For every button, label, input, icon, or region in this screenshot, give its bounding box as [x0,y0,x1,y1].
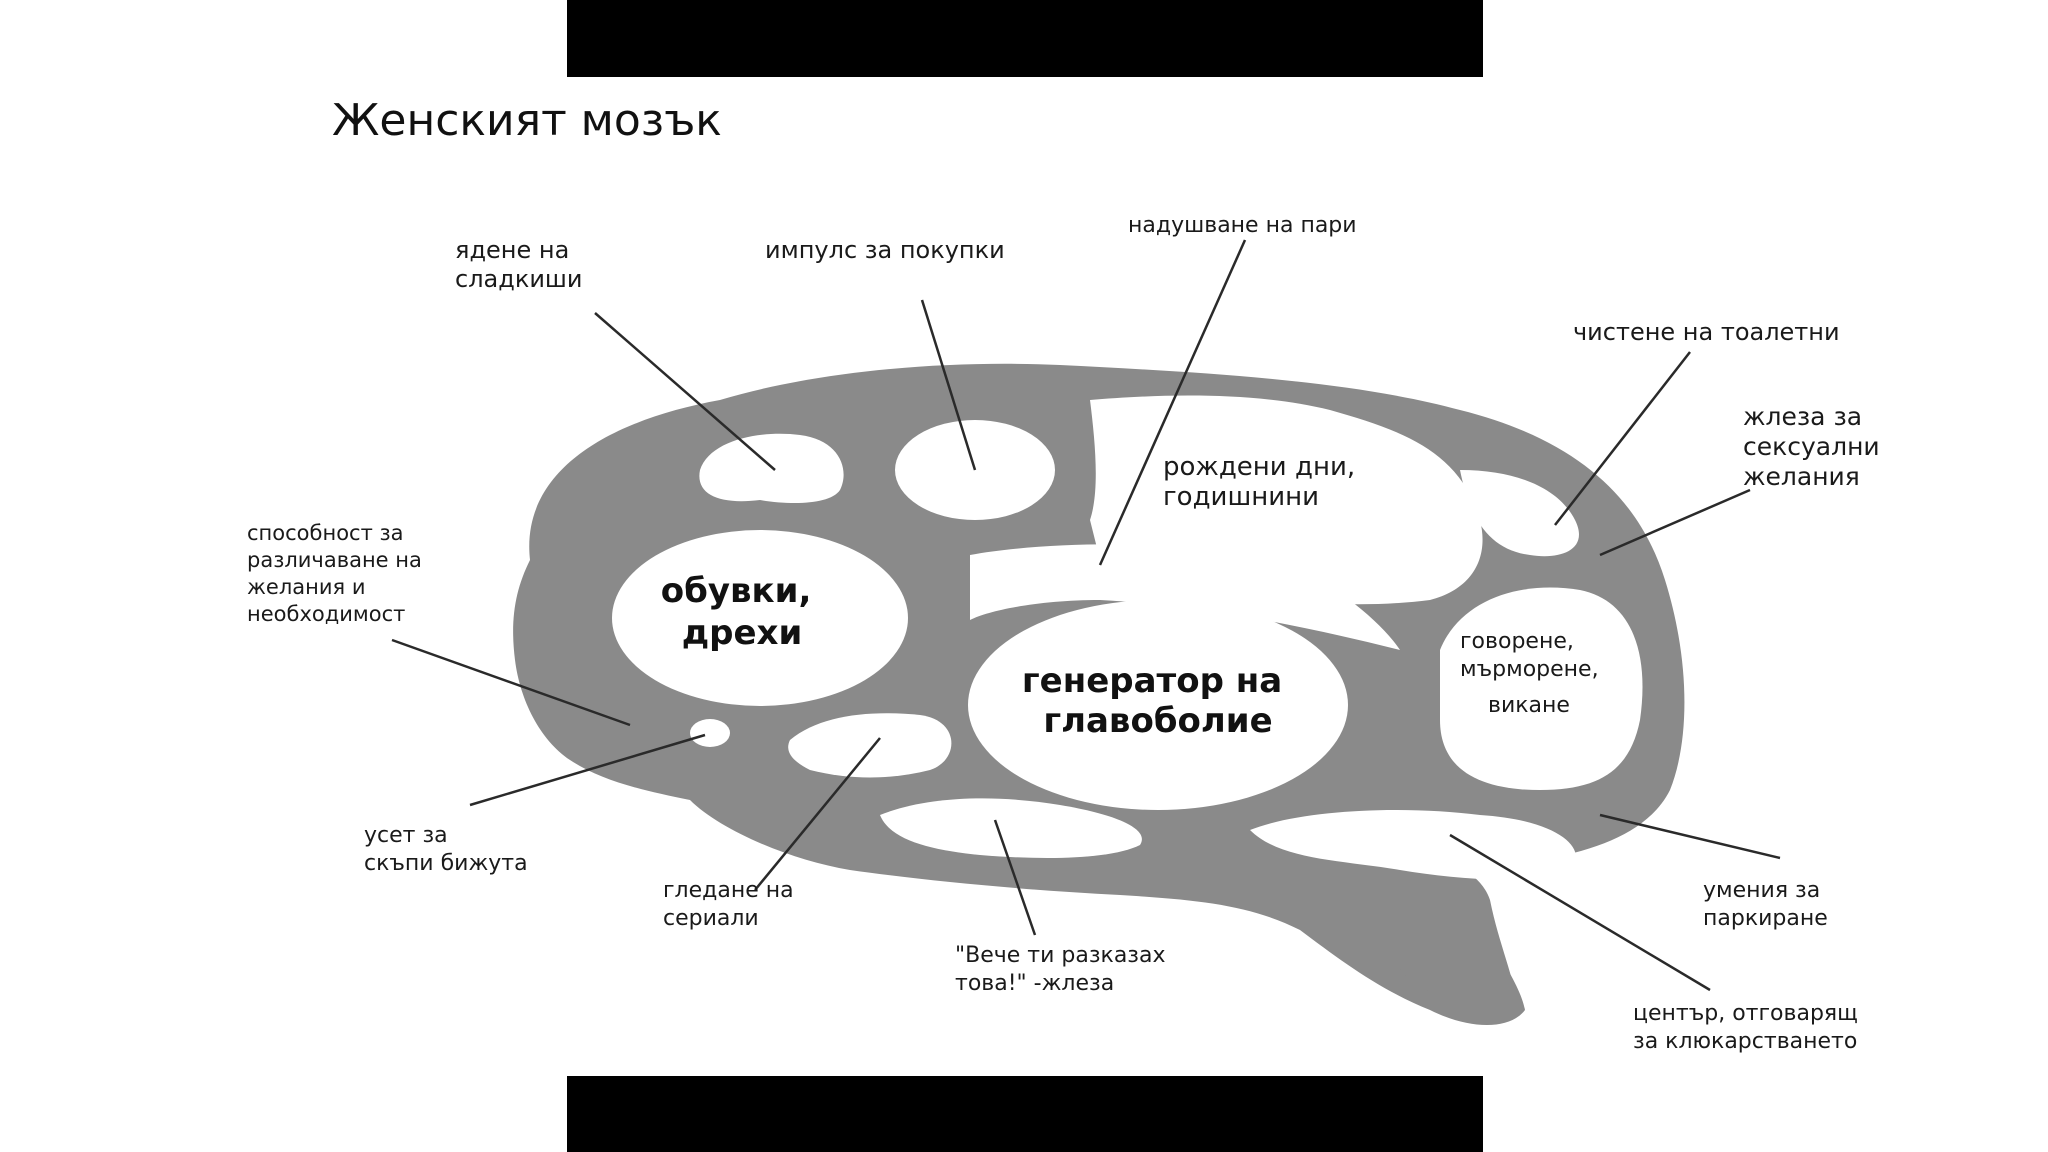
label-already-told: "Вече ти разказах това!" -жлеза [955,943,1173,996]
label-money: надушване на пари [1128,213,1357,238]
label-headache-generator: генератор на главоболие [1022,661,1294,741]
label-parking: умения за паркиране [1703,878,1828,931]
label-series: гледане на сериали [663,878,801,931]
diagram-title: Женският мозък [332,95,722,146]
label-jewelry: усет за скъпи бижута [364,823,528,876]
label-shopping: импулс за покупки [765,236,1005,264]
label-gossip-center: център, отговарящ за клюкарстването [1633,1001,1865,1054]
label-distinguish: способност за различаване на желания и н… [247,521,429,626]
label-toilets: чистене на тоалетни [1573,318,1840,346]
label-sweets: ядене на сладкиши [455,236,583,293]
label-sexual: жлеза за сексуални желания [1743,402,1888,491]
